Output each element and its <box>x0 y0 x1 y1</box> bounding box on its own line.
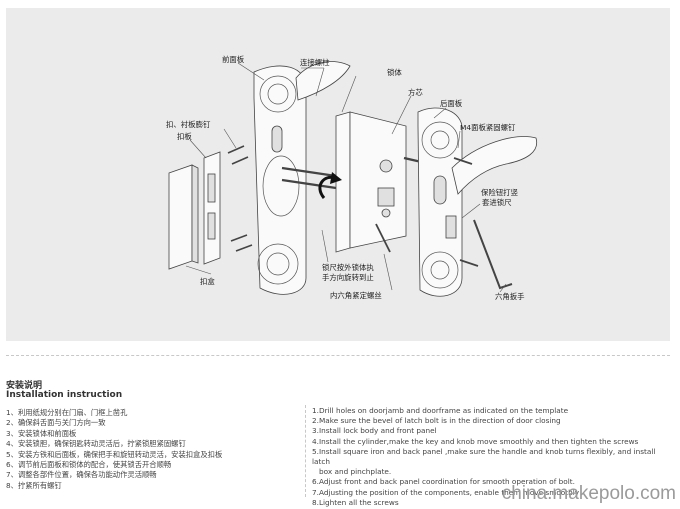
hex-wrench <box>473 219 513 290</box>
step-cn: 3、安装锁体和前面板 <box>6 428 77 438</box>
step-en: 2.Make sure the bevel of latch bolt is i… <box>312 416 561 426</box>
label-latch-screws: 扣、衬板膨钉 <box>166 120 211 129</box>
m4-panel-screws <box>453 157 479 267</box>
steps-list-cn: 1、利用纸规分别在门扇、门框上凿孔 2、确保斜舌面与关门方向一致 3、安装锁体和… <box>6 408 296 491</box>
diagram-panel: 前面板 连接螺柱 锁体 方芯 后面板 M4面板紧固螺钉 扣、衬板膨钉 扣板 保险… <box>6 8 670 341</box>
step-cn: 6、调节前后面板和锁体的配合，使其锁舌开合顺畅 <box>6 460 172 470</box>
step-cn: 4、安装锁胆，确保钥匙转动灵活后，拧紧锁胆紧固螺钉 <box>6 439 186 449</box>
lock-body <box>335 111 407 253</box>
exploded-lock-diagram: 前面板 连接螺柱 锁体 方芯 后面板 M4面板紧固螺钉 扣、衬板膨钉 扣板 保险… <box>166 55 538 301</box>
label-hex-wrench: 六角扳手 <box>495 292 525 301</box>
strike-plate <box>203 151 221 265</box>
step-en: 3.Install lock body and front panel <box>312 426 437 436</box>
step-en: 7.Adjusting the position of the componen… <box>312 487 580 497</box>
label-lock-body: 锁体 <box>387 68 402 77</box>
step-cn: 7、调整各部件位置，确保各功能动作灵活顺畅 <box>6 470 157 480</box>
label-rotate-line1: 锁尺按外锁体执 <box>322 263 374 272</box>
instructions-title-en: Installation instruction <box>6 390 123 400</box>
strike-box <box>168 164 199 270</box>
column-divider <box>305 405 306 497</box>
label-square-core: 方芯 <box>408 88 423 97</box>
label-rotate-line2: 手方向旋转到止 <box>322 273 374 282</box>
watermark: china.makepolo.com <box>501 483 676 504</box>
step-en: 8.Lighten all the screws <box>312 497 399 507</box>
label-connecting-screw-post: 连接螺柱 <box>300 58 330 67</box>
label-safety-key-line2: 套进锁尺 <box>482 198 512 207</box>
connecting-screw-posts <box>281 166 337 190</box>
label-hex-screw: 内六角紧定螺丝 <box>330 291 382 300</box>
step-cn: 1、利用纸规分别在门扇、门框上凿孔 <box>6 408 128 417</box>
label-back-panel: 后面板 <box>440 99 463 108</box>
step-cn: 5、安装方铁和后面板，确保把手和旋钮转动灵活，安装扣盒及扣板 <box>6 449 223 459</box>
label-front-panel: 前面板 <box>222 55 245 64</box>
label-safety-key-line1: 保险钮打竖 <box>481 188 519 197</box>
label-strike-box: 扣盒 <box>200 277 215 286</box>
back-panel <box>417 107 538 297</box>
label-m4-panel-screw: M4面板紧固螺钉 <box>460 123 516 132</box>
step-en: 1.Drill holes on doorjamb and doorframe … <box>312 406 569 415</box>
label-strike-plate: 扣板 <box>177 132 192 141</box>
step-en: 4.Install the cylinder,make the key and … <box>312 436 639 446</box>
step-cn: 8、拧紧所有螺钉 <box>6 480 62 490</box>
front-panel <box>253 61 351 295</box>
section-divider <box>6 355 670 356</box>
steps-list-en: 1.Drill holes on doorjamb and doorframe … <box>312 406 672 508</box>
step-en: 6.Adjust front and back panel coordinati… <box>312 477 575 487</box>
step-cn: 2、确保斜舌面与关门方向一致 <box>6 418 106 428</box>
step-en: 5.Install square iron and back panel ,ma… <box>312 446 656 467</box>
strike-screws <box>227 145 253 252</box>
step-en: box and pinchplate. <box>312 467 392 477</box>
instructions-title-cn: 安装说明 <box>6 381 43 391</box>
